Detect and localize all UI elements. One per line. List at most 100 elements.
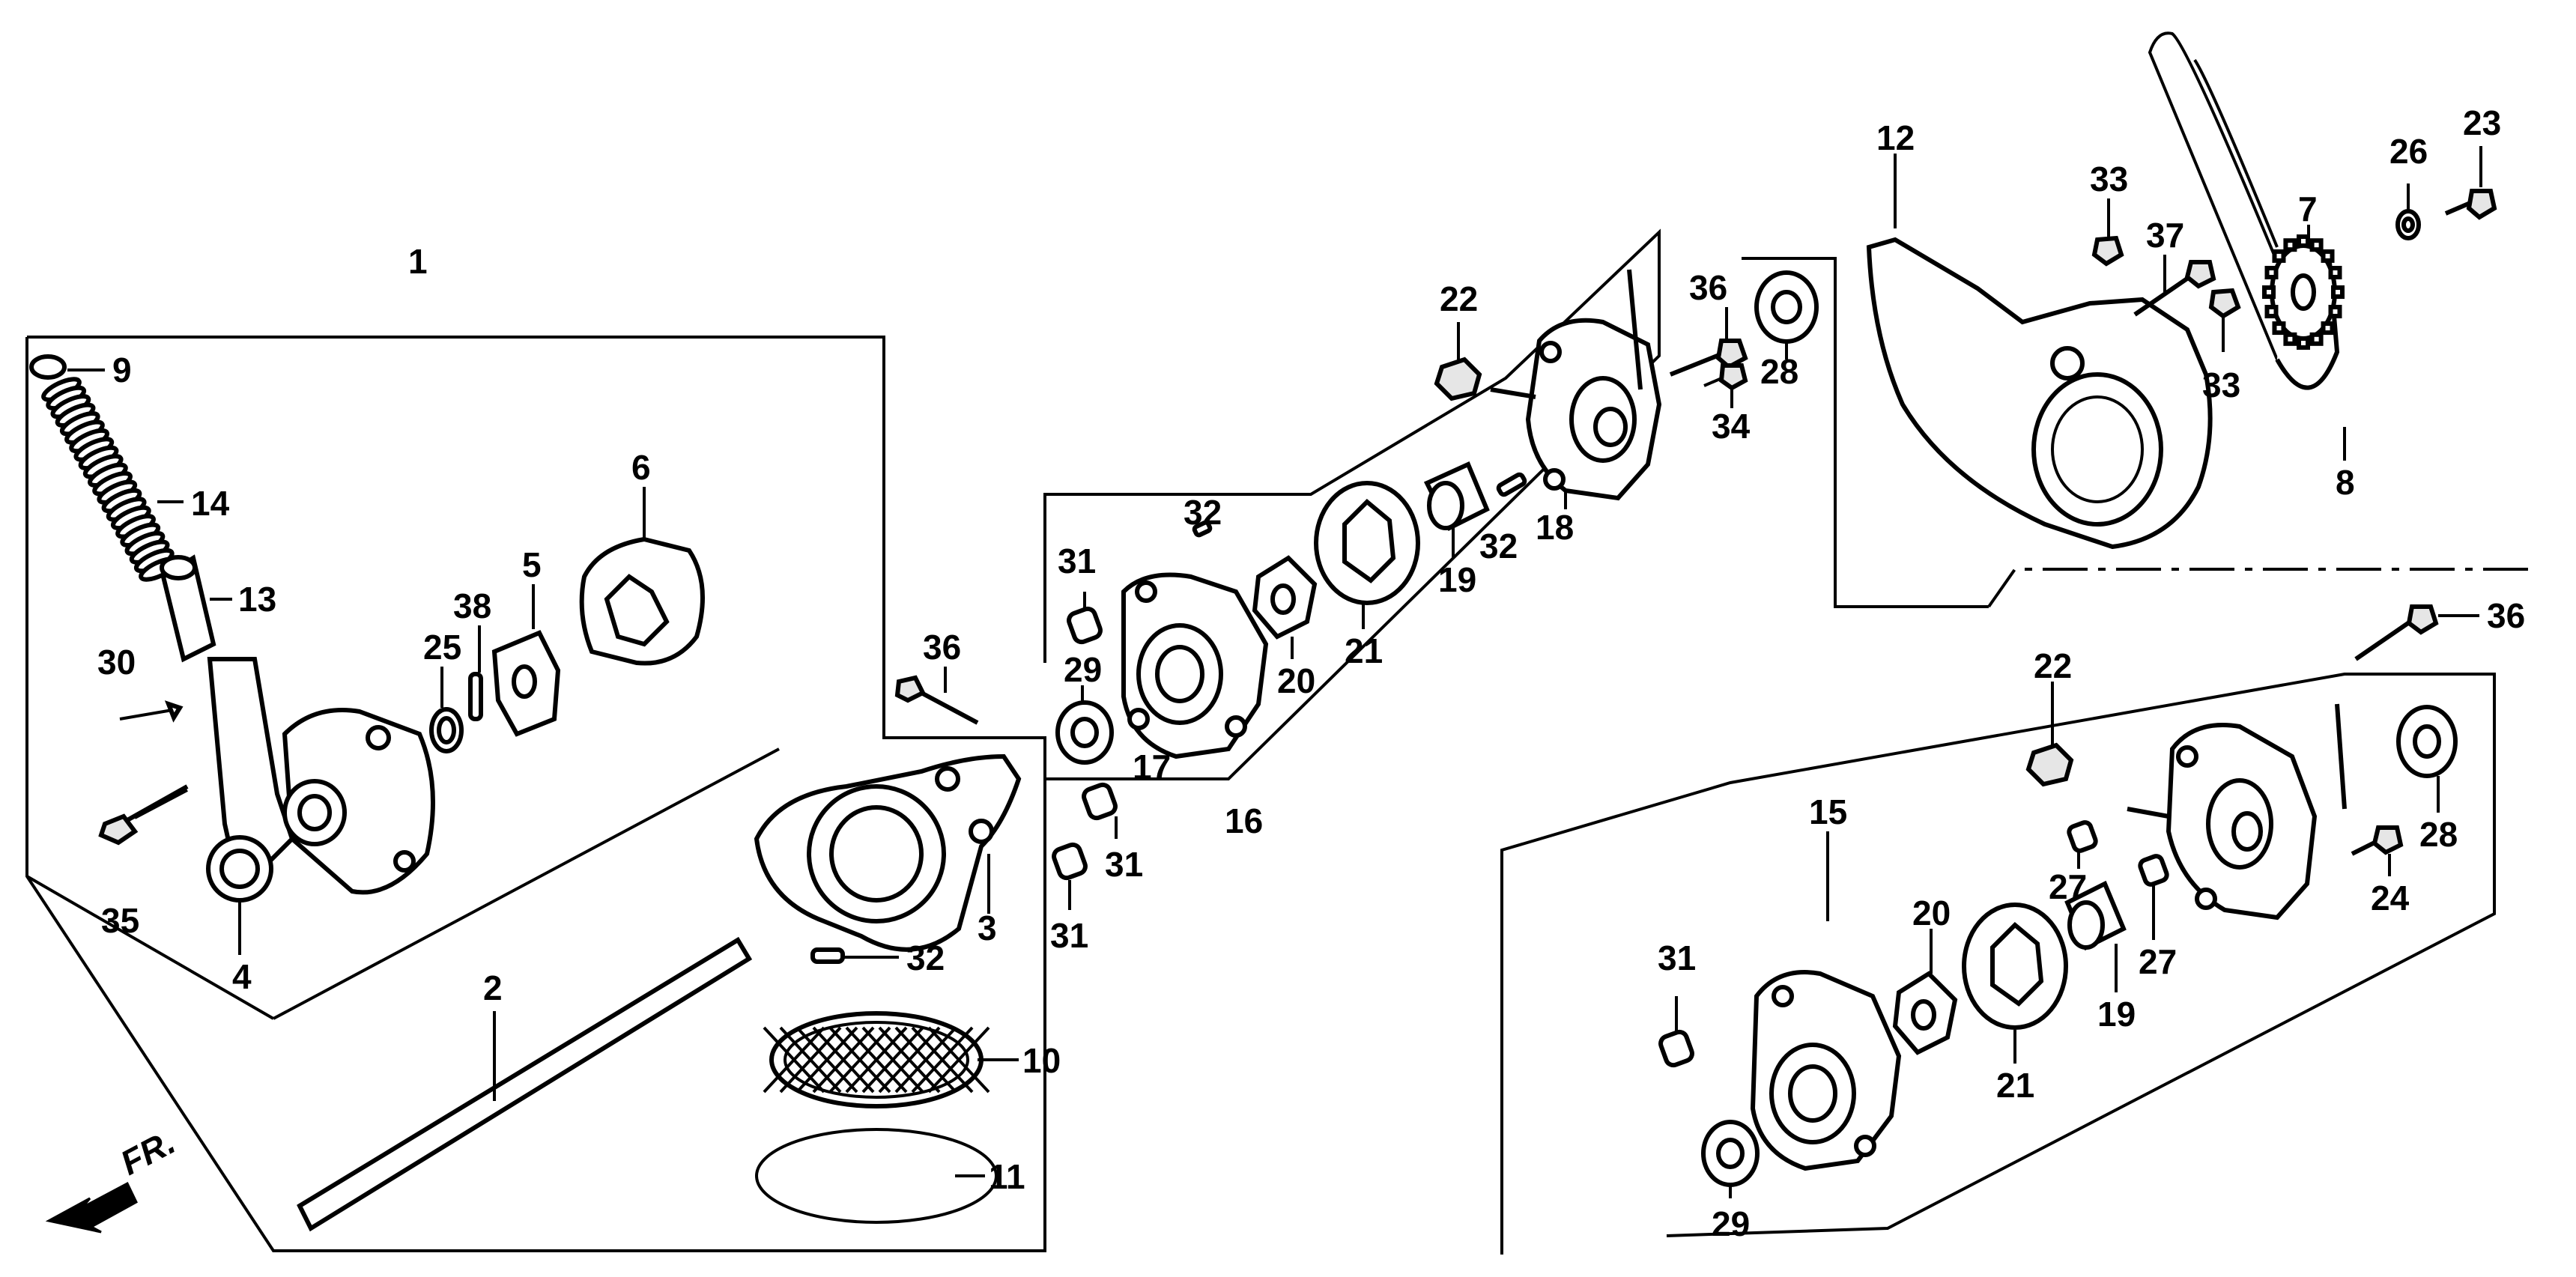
callout-36-left: 36 (923, 628, 961, 667)
callout-27-lower: 27 (2139, 942, 2177, 981)
part-31-dowel-right (1658, 996, 1694, 1068)
part-27-dowel-upper (2067, 820, 2098, 869)
callout-12: 12 (1876, 118, 1915, 157)
part-12-chain-case (1866, 154, 2213, 550)
part-36-bolt-center (1669, 307, 1748, 377)
callout-32-upper: 32 (1184, 493, 1222, 532)
part-31-dowel-mid (1082, 782, 1118, 839)
part-18-pump-cover (1490, 269, 1662, 509)
callout-9: 9 (112, 351, 132, 389)
part-22-nut-upper (1434, 322, 1482, 401)
part-27-dowel-lower (2138, 854, 2169, 940)
callout-20-center: 20 (1277, 661, 1315, 700)
callout-26: 26 (2389, 132, 2428, 171)
group-outline-assembly-1 (25, 336, 1046, 1252)
part-37-bolt (2133, 255, 2216, 317)
callout-33-lower: 33 (2202, 365, 2240, 404)
group-outline-assembly-16 (1043, 228, 1661, 780)
part-6-outer-rotor (579, 487, 705, 666)
part-36-bolt-right (2354, 604, 2479, 661)
callout-31-right: 31 (1658, 938, 1696, 977)
part-5-inner-rotor (491, 584, 561, 737)
callout-2: 2 (483, 968, 503, 1007)
callout-36-right: 36 (2487, 596, 2525, 635)
callout-27-upper: 27 (2049, 867, 2087, 906)
front-label: FR. (114, 1122, 181, 1183)
callout-18: 18 (1536, 508, 1574, 547)
callout-31-mid: 31 (1105, 845, 1143, 884)
part-2-shaft (297, 936, 753, 1232)
part-22-nut-right (2025, 682, 2074, 787)
callout-23: 23 (2463, 103, 2501, 142)
arrow-left-icon (45, 1181, 138, 1234)
part-7-sprocket (2262, 225, 2345, 350)
callout-28-upper: 28 (1760, 352, 1798, 391)
part-20-inner-rotor-right (1892, 929, 1958, 1055)
part-17-pump-body (1121, 572, 1269, 759)
callout-29-right: 29 (1712, 1204, 1750, 1243)
part-29-bearing-center (1055, 685, 1114, 765)
front-direction-indicator: FR. (45, 1122, 181, 1234)
part-19-sleeve-center (1423, 461, 1490, 558)
callout-32-lower: 32 (906, 938, 945, 977)
part-31-dowel-low (1052, 842, 1088, 910)
group-outline-assembly-15 (1500, 673, 2496, 1255)
part-15-pump-body (1750, 831, 1902, 1171)
callout-7: 7 (2298, 189, 2318, 228)
part-20-inner-rotor-center (1252, 555, 1318, 659)
callout-6: 6 (631, 448, 651, 487)
callout-5: 5 (522, 545, 542, 584)
part-9-clip (29, 354, 105, 380)
part-cover-right (2127, 703, 2347, 920)
part-21-outer-rotor-right (1962, 903, 2068, 1064)
callout-16: 16 (1225, 801, 1263, 840)
callout-labels: 1 2 3 4 5 6 7 8 9 10 11 12 13 14 15 16 1… (97, 103, 2525, 1243)
callout-30: 30 (97, 643, 136, 682)
callout-15: 15 (1809, 792, 1847, 831)
part-26-washer (2395, 183, 2421, 240)
part-32-pin-lower (810, 947, 899, 964)
group-outline-assembly-12 (1742, 257, 2532, 608)
part-34-bolt (1703, 363, 1748, 408)
part-38-pin (468, 625, 483, 721)
callout-21-right: 21 (1996, 1066, 2034, 1105)
callout-19-right: 19 (2097, 995, 2136, 1034)
part-25-seal (429, 667, 464, 753)
part-32-pin-upper (1192, 520, 1213, 538)
callout-10: 10 (1022, 1041, 1061, 1080)
callout-35: 35 (101, 901, 139, 940)
part-13-collar (160, 554, 232, 663)
part-36-bolt-left (894, 667, 979, 725)
part-21-outer-rotor-center (1314, 481, 1420, 629)
part-28-bearing-upper (1754, 270, 1819, 360)
part-33-bolt-upper (2091, 198, 2124, 267)
callout-3: 3 (978, 909, 997, 947)
part-23-bolt (2444, 146, 2497, 220)
callout-24: 24 (2371, 879, 2410, 917)
callout-37: 37 (2146, 216, 2184, 255)
callout-8: 8 (2336, 463, 2355, 502)
callout-31-low: 31 (1050, 916, 1088, 955)
callout-34: 34 (1712, 407, 1751, 446)
callout-20-right: 20 (1912, 894, 1951, 932)
callout-36-center: 36 (1689, 268, 1727, 307)
part-30-pin (119, 700, 184, 723)
callout-14: 14 (191, 484, 230, 523)
callout-38: 38 (453, 586, 491, 625)
callout-19-center: 19 (1438, 560, 1476, 599)
callout-25: 25 (423, 628, 461, 667)
callout-32-center: 32 (1479, 527, 1518, 565)
part-4-housing (206, 657, 435, 955)
part-11-ring (755, 1128, 998, 1224)
part-19-sleeve-right (2064, 880, 2127, 992)
part-24-bolt (2351, 825, 2404, 876)
part-14-spring (41, 377, 184, 582)
part-3-cover (754, 753, 1022, 952)
callout-29-center: 29 (1064, 650, 1102, 689)
callout-31-upper: 31 (1058, 542, 1096, 580)
part-29-bearing-right (1701, 1120, 1760, 1198)
callout-22-upper: 22 (1440, 279, 1478, 318)
callout-22-right: 22 (2034, 646, 2072, 685)
part-35-bolt (98, 784, 189, 846)
